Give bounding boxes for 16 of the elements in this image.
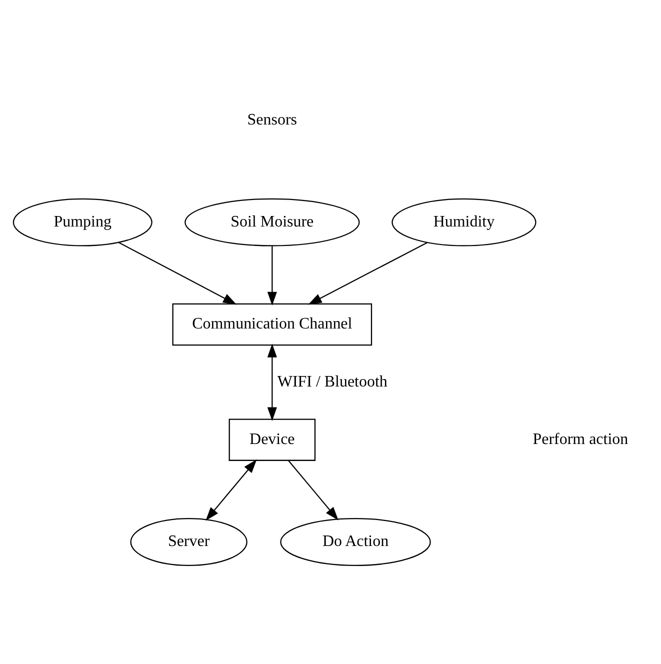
arrow xyxy=(288,460,338,520)
node-ellipse: Do Action xyxy=(280,518,431,566)
node-box: Device xyxy=(228,418,316,460)
arrow xyxy=(206,458,257,520)
edge-label: WIFI / Bluetooth xyxy=(277,372,388,390)
node-ellipse: Server xyxy=(130,518,248,566)
node-ellipse: Pumping xyxy=(12,198,152,246)
arrow xyxy=(267,246,277,306)
arrow xyxy=(267,343,277,420)
label: Sensors xyxy=(247,110,298,128)
node-box: Communication Channel xyxy=(172,302,372,346)
label: Perform action xyxy=(532,430,628,448)
node-ellipse: Soil Moisure xyxy=(184,198,360,246)
node-ellipse: Humidity xyxy=(392,198,536,246)
arrow xyxy=(118,241,237,304)
arrow xyxy=(308,241,428,304)
